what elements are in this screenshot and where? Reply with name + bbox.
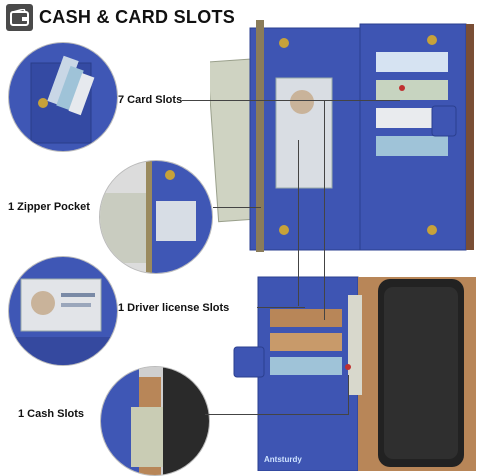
callout-zipper-pocket: 1 Zipper Pocket <box>8 201 90 213</box>
callout-card-slots: 7 Card Slots <box>118 94 183 106</box>
leader-line-license <box>257 307 305 308</box>
wallet-icon <box>6 4 33 31</box>
brand-label: Antsturdy <box>264 455 302 464</box>
page-title: CASH & CARD SLOTS <box>39 7 236 27</box>
leader-line-cash <box>205 414 349 415</box>
callout-cash-slots: 1 Cash Slots <box>18 408 85 420</box>
header: CASH & CARD SLOTS <box>6 4 235 31</box>
leader-line-license-v1 <box>298 140 299 306</box>
detail-circle-cash <box>100 366 210 476</box>
detail-circle-card-slots <box>8 42 118 152</box>
wallet-top-image <box>210 20 478 252</box>
detail-circle-license <box>8 256 118 366</box>
callout-driver-license: 1 Driver license Slots <box>118 302 230 314</box>
detail-circle-zipper <box>99 160 213 274</box>
leader-line-license-v2 <box>324 100 325 320</box>
leader-line-card-slots <box>182 100 400 101</box>
leader-line-zipper <box>213 207 261 208</box>
leader-line-cash-v <box>348 375 349 415</box>
wallet-bottom-image <box>230 255 480 471</box>
